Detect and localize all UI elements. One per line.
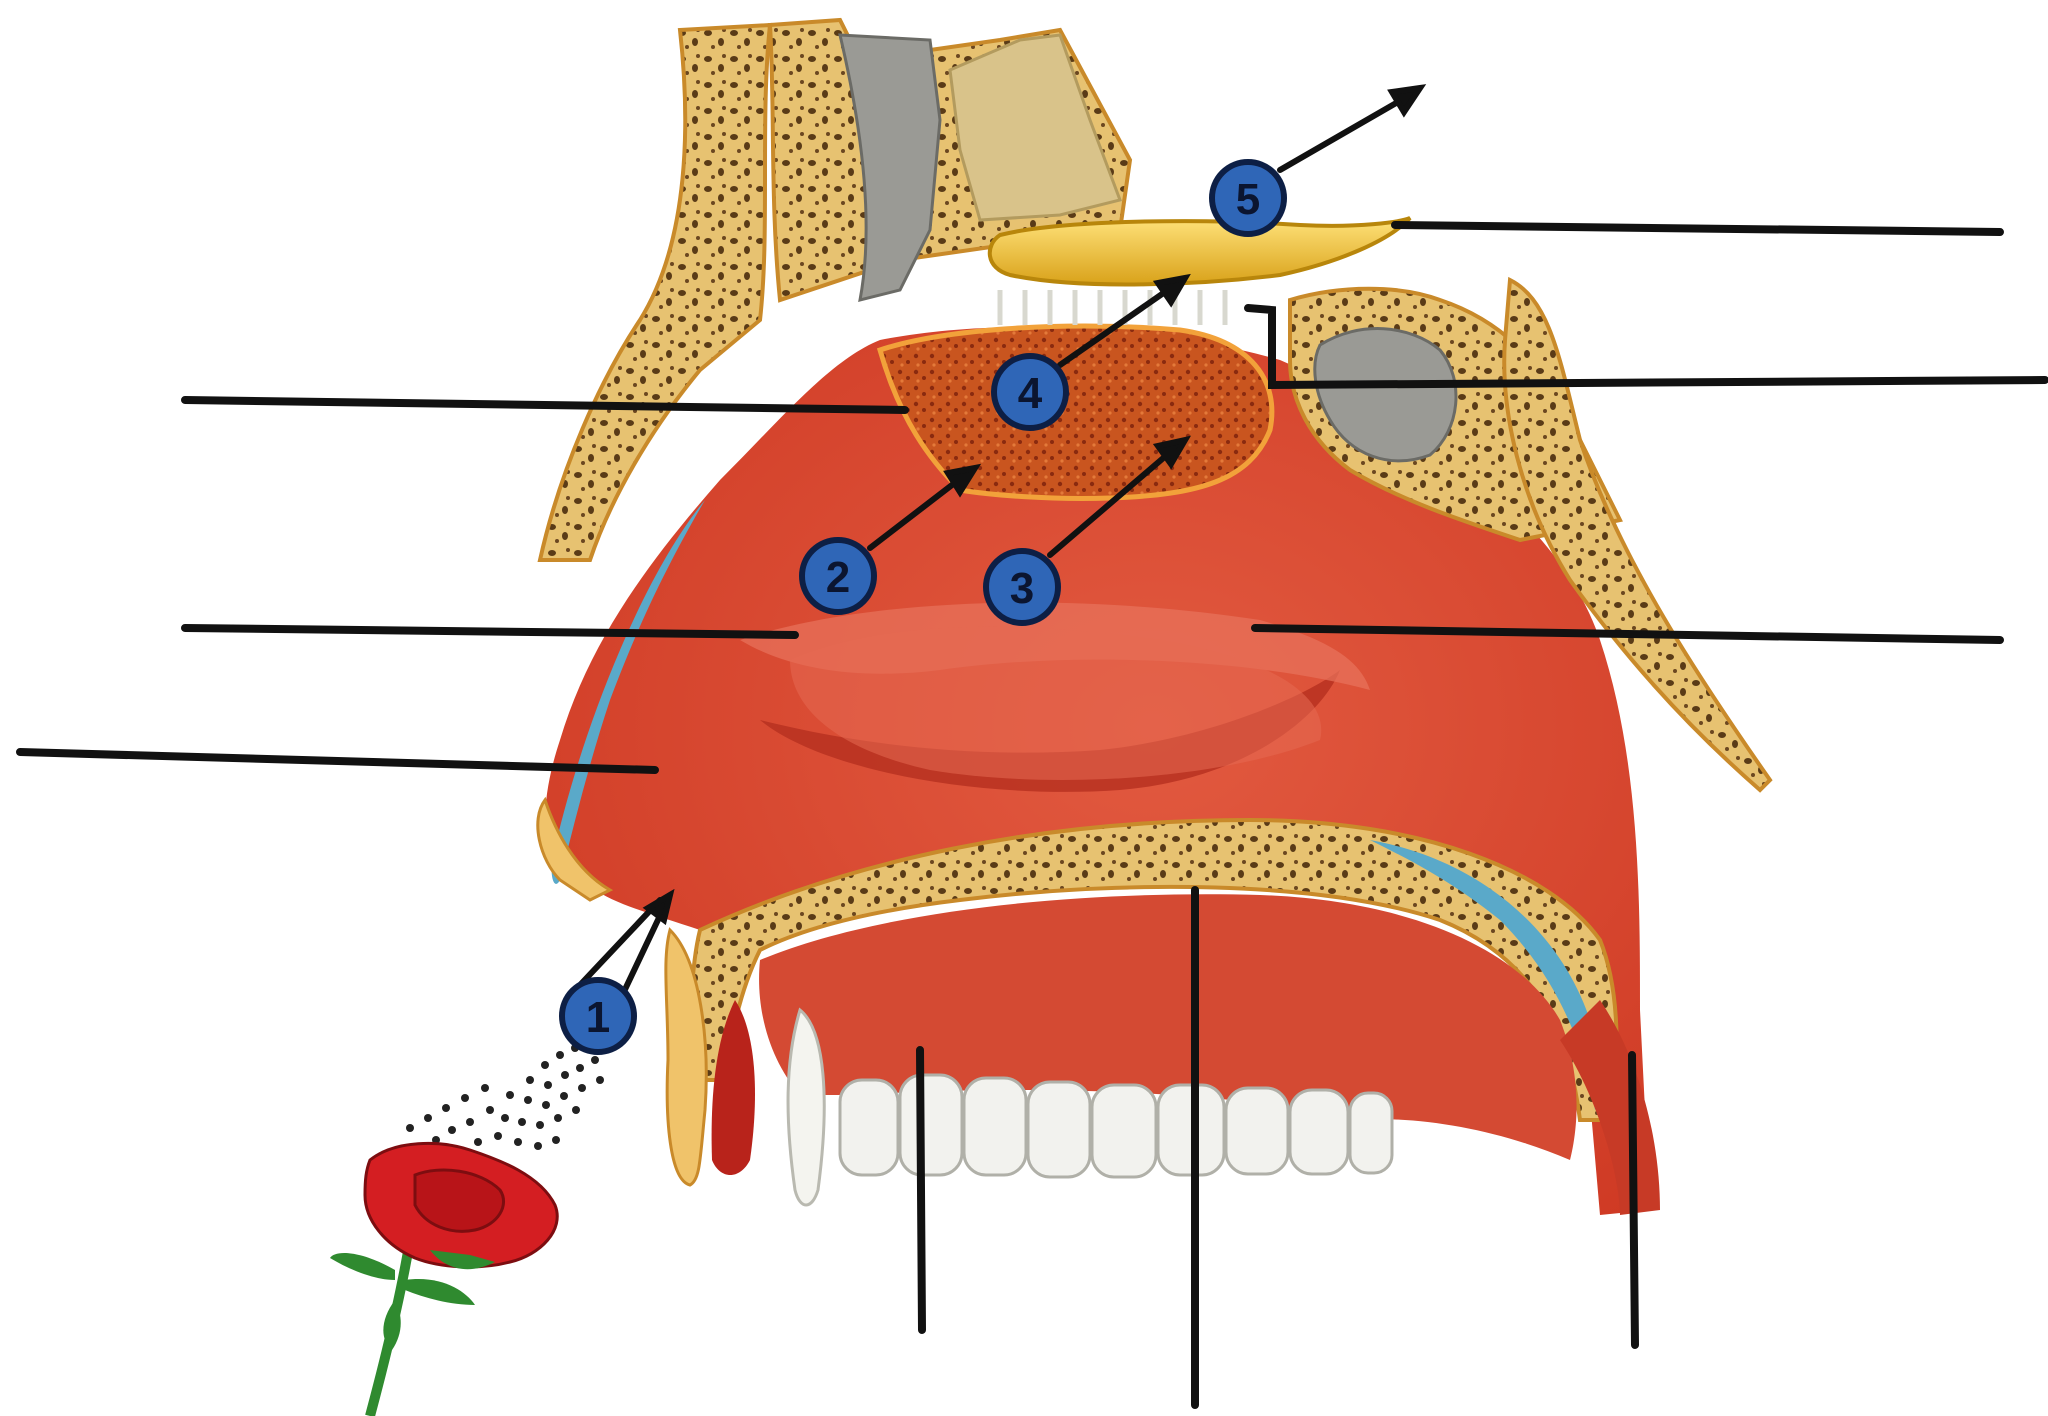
tooth bbox=[840, 1080, 898, 1175]
marker-5[interactable]: 5 bbox=[1212, 162, 1284, 234]
leader-line-bottom-1 bbox=[920, 1050, 922, 1330]
arrow-icon bbox=[1280, 95, 1410, 170]
marker-3[interactable]: 3 bbox=[986, 551, 1058, 623]
marker-2-label: 2 bbox=[826, 553, 850, 602]
arrow-icon bbox=[1158, 278, 1185, 302]
tooth bbox=[1028, 1082, 1090, 1177]
marker-2[interactable]: 2 bbox=[802, 540, 874, 612]
leader-line-right-1 bbox=[1395, 225, 2000, 232]
cribriform-fibers bbox=[1000, 290, 1225, 325]
rose-leaf bbox=[330, 1253, 395, 1280]
marker-4-label: 4 bbox=[1018, 369, 1043, 418]
leader-line-bottom-3 bbox=[1632, 1055, 1635, 1345]
marker-1-label: 1 bbox=[586, 993, 610, 1042]
marker-5-label: 5 bbox=[1236, 175, 1260, 224]
marker-3-label: 3 bbox=[1010, 564, 1034, 613]
marker-4[interactable]: 4 bbox=[994, 356, 1066, 428]
tooth bbox=[1350, 1093, 1392, 1173]
tooth bbox=[964, 1078, 1026, 1175]
rose-leaf bbox=[405, 1279, 475, 1305]
tooth bbox=[1290, 1090, 1348, 1174]
olfactory-bulb bbox=[990, 218, 1410, 284]
rose-icon bbox=[330, 1143, 557, 1416]
tooth bbox=[1092, 1085, 1156, 1177]
arrow-icon bbox=[1392, 88, 1420, 112]
tooth bbox=[1226, 1088, 1288, 1174]
tooth bbox=[900, 1075, 962, 1175]
marker-1[interactable]: 1 bbox=[562, 980, 634, 1052]
leader-line-left-1 bbox=[185, 400, 905, 410]
